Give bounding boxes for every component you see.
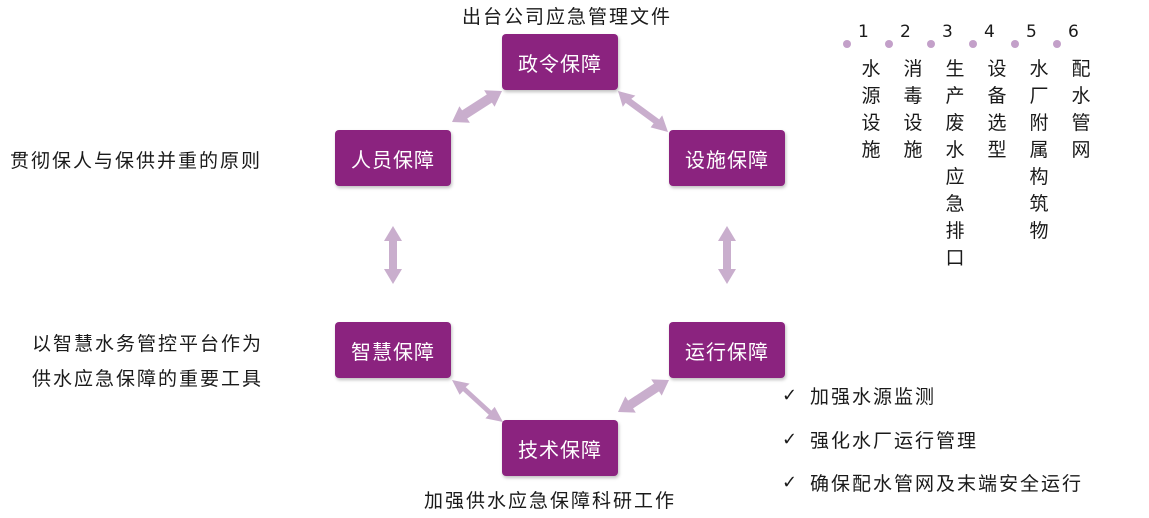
box-technology: 技术保障 bbox=[502, 420, 618, 476]
facility-item: 生产废水应急排口 bbox=[945, 58, 965, 269]
facility-number: 6 bbox=[1068, 22, 1079, 42]
facility-number: 1 bbox=[858, 22, 869, 42]
checklist-item: ✓ 强化水厂运行管理 bbox=[782, 426, 978, 453]
arrow-bottom-left bbox=[452, 380, 503, 422]
arrow-bottom-right bbox=[618, 379, 669, 413]
facility-number: 4 bbox=[984, 22, 995, 42]
box-personnel: 人员保障 bbox=[335, 130, 451, 186]
facility-number: 2 bbox=[900, 22, 911, 42]
bullet-dot bbox=[1011, 40, 1019, 48]
box-operation: 运行保障 bbox=[669, 322, 785, 378]
bullet-dot bbox=[1053, 40, 1061, 48]
checklist-item: ✓ 加强水源监测 bbox=[782, 382, 936, 409]
box-smart: 智慧保障 bbox=[335, 322, 451, 378]
bullet-dot bbox=[843, 40, 851, 48]
facility-number: 3 bbox=[942, 22, 953, 42]
facility-item: 消毒设施 bbox=[903, 58, 923, 161]
bullet-dot bbox=[969, 40, 977, 48]
bullet-dot bbox=[885, 40, 893, 48]
facility-item: 水厂附属构筑物 bbox=[1029, 58, 1049, 242]
box-facilities: 设施保障 bbox=[669, 130, 785, 186]
check-icon: ✓ bbox=[782, 429, 798, 450]
arrow-top-left bbox=[452, 90, 502, 123]
annotation-bottom: 加强供水应急保障科研工作 bbox=[424, 490, 677, 512]
check-icon: ✓ bbox=[782, 472, 798, 493]
check-icon: ✓ bbox=[782, 385, 798, 406]
annotation-left-bottom-line2: 供水应急保障的重要工具 bbox=[32, 368, 264, 390]
facility-item: 水源设施 bbox=[861, 58, 881, 161]
checklist-text: 确保配水管网及末端安全运行 bbox=[810, 473, 1084, 495]
annotation-left-top: 贯彻保人与保供并重的原则 bbox=[10, 150, 263, 172]
facility-number: 5 bbox=[1026, 22, 1037, 42]
box-political: 政令保障 bbox=[502, 34, 618, 90]
facility-item: 配水管网 bbox=[1071, 58, 1091, 161]
facility-item: 设备选型 bbox=[987, 58, 1007, 161]
checklist-item: ✓ 确保配水管网及末端安全运行 bbox=[782, 469, 1083, 496]
arrow-top-right bbox=[618, 91, 668, 132]
annotation-left-bottom-line1: 以智慧水务管控平台作为 bbox=[32, 333, 264, 355]
checklist-text: 强化水厂运行管理 bbox=[810, 430, 979, 452]
bullet-dot bbox=[927, 40, 935, 48]
arrow-right-vertical bbox=[718, 226, 736, 284]
annotation-top: 出台公司应急管理文件 bbox=[462, 6, 673, 28]
arrow-left-vertical bbox=[384, 226, 402, 284]
checklist-text: 加强水源监测 bbox=[810, 386, 937, 408]
